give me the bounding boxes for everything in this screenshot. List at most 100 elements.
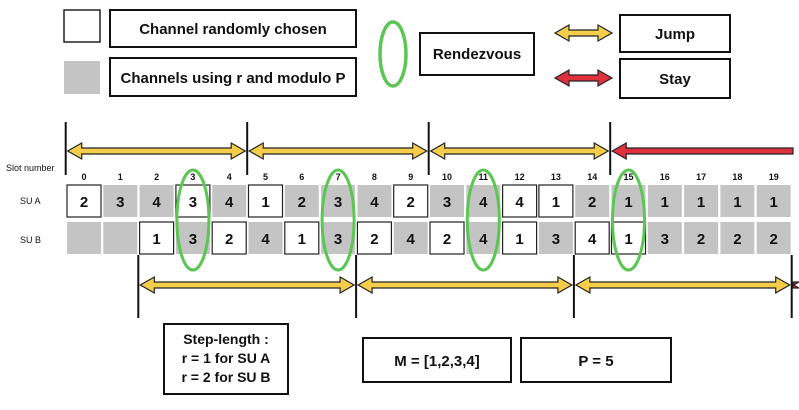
legend-arrows — [553, 23, 614, 88]
slot-number: 16 — [660, 172, 670, 182]
p-value-box — [520, 337, 672, 383]
jump-stay-arrows — [66, 141, 799, 295]
su-b-channel-value: 1 — [515, 231, 523, 248]
su-a-channel-value: 4 — [370, 194, 379, 211]
legend-stay-arrow — [553, 68, 614, 88]
su-a-cell — [247, 184, 284, 218]
su-b-channel-value: 2 — [770, 231, 778, 248]
su-b-cell — [67, 222, 101, 254]
su-b-channel-value: 4 — [407, 231, 416, 248]
su-a-channel-value: 2 — [588, 194, 596, 211]
su-b-cell — [610, 221, 647, 255]
su-b-cell — [684, 222, 719, 254]
slot-number: 11 — [479, 172, 489, 182]
su-b-channel-value: 2 — [733, 231, 741, 248]
su-a-cell — [175, 184, 211, 218]
su-a-cell — [103, 185, 138, 217]
su-a-channel-value: 2 — [407, 194, 415, 211]
su-a-label: SU A — [20, 196, 41, 206]
su-a-cell — [538, 184, 574, 218]
legend-modulo-label: Channels using r and modulo P — [120, 70, 345, 87]
su-b-cell — [466, 222, 501, 254]
su-a-channel-value: 2 — [80, 194, 88, 211]
step-length-su-b: r = 2 for SU B — [181, 369, 270, 385]
su-b-cell — [211, 221, 247, 255]
su-a-cell — [393, 184, 429, 218]
divider-lines — [64, 122, 793, 318]
su-a-cell — [139, 185, 174, 217]
rendezvous-ellipse — [611, 168, 646, 272]
slot-number: 17 — [696, 172, 706, 182]
bottom-jump-arrow — [356, 275, 574, 295]
bottom-jump-arrow — [574, 275, 791, 295]
su-b-channel-value: 3 — [189, 231, 197, 248]
su-a-cell — [321, 185, 356, 217]
su-b-channel-value: 4 — [261, 231, 270, 248]
slot-number: 4 — [227, 172, 232, 182]
su-a-channel-value: 1 — [733, 194, 741, 211]
su-a-channel-value: 4 — [152, 194, 161, 211]
su-a-channel-value: 1 — [661, 194, 669, 211]
slot-number: 3 — [190, 172, 195, 182]
su-b-channel-value: 2 — [697, 231, 705, 248]
legend-random-label: Channel randomly chosen — [139, 21, 327, 38]
su-b-channel-value: 2 — [443, 231, 451, 248]
slot-number: 5 — [263, 172, 268, 182]
step-length-title: Step-length : — [183, 331, 269, 347]
step-length-su-a: r = 1 for SU A — [182, 350, 271, 366]
bottom-jump-arrow — [139, 275, 356, 295]
slot-number: 18 — [732, 172, 742, 182]
bottom-stay-arrow — [792, 281, 799, 289]
su-a-cell — [284, 185, 319, 217]
m-set-label: M = [1,2,3,4] — [394, 353, 479, 370]
slot-number-label: Slot number — [6, 163, 55, 173]
su-a-cell — [684, 185, 719, 217]
su-b-cell — [502, 221, 538, 255]
su-b-cell — [647, 222, 682, 254]
su-b-channel-value: 4 — [588, 231, 597, 248]
slot-number: 10 — [442, 172, 452, 182]
legend-stay-box — [619, 58, 731, 99]
legend-jump-box — [619, 14, 731, 53]
su-a-channel-value: 1 — [552, 194, 560, 211]
rendezvous-ellipse — [465, 168, 501, 272]
rendezvous-ellipse — [320, 168, 356, 272]
su-b-cell — [574, 221, 610, 255]
su-a-cell — [66, 184, 102, 218]
su-a-channel-value: 3 — [116, 194, 124, 211]
su-a-channel-value: 3 — [189, 194, 197, 211]
su-a-cell — [212, 185, 247, 217]
legend-rendezvous-label: Rendezvous — [433, 46, 521, 63]
p-value-label: P = 5 — [578, 353, 613, 370]
su-b-cell — [248, 222, 283, 254]
legend-modulo-swatch — [64, 61, 100, 94]
su-b-cell — [538, 222, 573, 254]
su-b-cell — [756, 222, 791, 254]
su-a-channel-value: 4 — [515, 194, 524, 211]
su-a-cell — [357, 185, 392, 217]
su-b-cell — [393, 222, 428, 254]
su-a-channel-value: 3 — [334, 194, 342, 211]
su-b-channel-value: 2 — [370, 231, 378, 248]
slot-number: 19 — [769, 172, 779, 182]
legend-rendezvous-ellipse — [378, 20, 408, 88]
slot-number: 9 — [408, 172, 413, 182]
slot-number: 0 — [81, 172, 86, 182]
su-b-channel-value: 3 — [552, 231, 560, 248]
su-b-channel-value: 3 — [661, 231, 669, 248]
su-b-channel-value: 4 — [479, 231, 488, 248]
su-b-cell — [321, 222, 356, 254]
legend-random-swatch — [63, 9, 101, 43]
su-a-channel-value: 1 — [261, 194, 269, 211]
su-a-channel-value: 3 — [443, 194, 451, 211]
su-a-cell — [430, 185, 464, 217]
su-b-channel-value: 1 — [624, 231, 632, 248]
slot-number: 6 — [299, 172, 304, 182]
slot-number: 8 — [372, 172, 377, 182]
legend-modulo-box — [109, 57, 357, 97]
su-a-channel-value: 4 — [479, 194, 488, 211]
su-b-cell — [139, 221, 175, 255]
